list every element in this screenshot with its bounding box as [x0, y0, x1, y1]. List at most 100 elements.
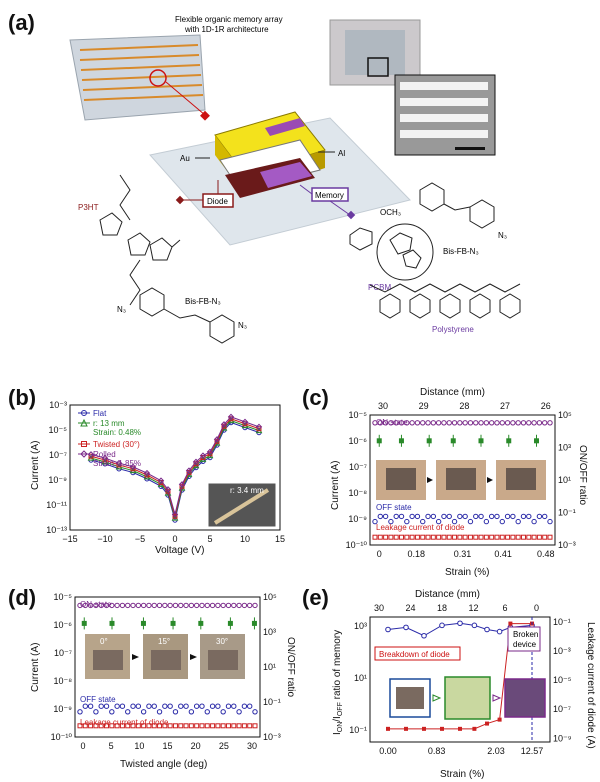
b-xtick: −15 [62, 534, 77, 544]
c-off-point [388, 518, 394, 525]
b-legend-twisted: Twisted (30°) [93, 440, 140, 449]
c-on-point [526, 420, 532, 426]
d-ratio-point [227, 620, 233, 626]
panel-c-label: (c) [302, 385, 329, 410]
d-leak-point [114, 723, 120, 729]
d-on-point [209, 602, 216, 609]
c-on-point [467, 420, 474, 426]
d-leak-point [77, 723, 83, 729]
c-ylabel: Current (A) [330, 461, 341, 510]
d-off-point [236, 709, 242, 715]
c-on-point [420, 420, 426, 426]
d-leak-point [220, 723, 226, 729]
d-leak-point [172, 723, 178, 729]
c-on-point [425, 420, 431, 426]
d-off-point [231, 703, 237, 709]
c-on-point [547, 420, 553, 426]
label-al: Al [338, 149, 345, 158]
d-y2tick: 10⁻¹ [263, 697, 281, 707]
d-off-point [103, 703, 110, 709]
c-leak-point [467, 534, 473, 540]
c-ratio-point [478, 438, 484, 444]
c-on-point [409, 420, 415, 426]
b-ytick: 10⁻⁷ [49, 450, 67, 460]
c-on-point [531, 420, 537, 426]
memory-label: Memory [315, 191, 344, 200]
e-y2tick: 10⁻⁵ [553, 675, 572, 685]
d-leak-point [151, 723, 157, 729]
d-off-point [199, 703, 205, 709]
c-leak-point [520, 534, 526, 540]
e-leak-point [485, 721, 489, 726]
c-off-point [478, 513, 484, 520]
b-ylabel: Current (A) [30, 441, 41, 490]
d-on-point [156, 602, 163, 609]
b-legend-rolled: Rolled [93, 450, 116, 459]
c-off-point [446, 513, 452, 520]
e-broken-label-1: Broken [513, 630, 538, 639]
c-ytick: 10⁻⁵ [349, 410, 368, 420]
d-off-point [215, 703, 221, 709]
e-xtick: 0.83 [428, 746, 446, 756]
b-xtick: −10 [97, 534, 112, 544]
b-legend-strain1: Strain: 0.48% [93, 428, 141, 437]
d-on-point [193, 602, 200, 609]
d-on-point [231, 602, 237, 609]
c-leak-point [399, 534, 405, 540]
c-off-point [499, 518, 505, 525]
e-ytick: 10³ [354, 621, 367, 631]
d-off-point [135, 703, 142, 709]
d-off-point [156, 709, 163, 715]
d-angle-30: 30° [216, 637, 228, 646]
c-leak-point [388, 534, 394, 540]
c-ytick: 10⁻⁸ [348, 488, 367, 498]
e-y2tick: 10⁻³ [553, 646, 571, 656]
e-top-label: Distance (mm) [415, 589, 480, 600]
d-ytick: 10⁻⁷ [54, 648, 72, 658]
d-angle-15: 15° [158, 637, 170, 646]
c-off-point [494, 513, 500, 520]
c-on-point [462, 420, 468, 426]
d-off-point [109, 709, 115, 715]
e-ratio-point [471, 622, 478, 629]
e-ratio-point [439, 622, 445, 629]
d-off-label: OFF state [80, 695, 116, 704]
c-leak-point [393, 534, 399, 540]
d-off-point [225, 703, 232, 709]
d-leak-point [141, 723, 147, 729]
e-ratio-point [421, 632, 427, 639]
c-on-point [446, 420, 452, 426]
c-leak-point [510, 534, 516, 540]
d-leak-point [210, 723, 216, 729]
c-y2tick: 10⁻¹ [558, 508, 576, 518]
c-off-point [510, 513, 516, 520]
d-leak-point [178, 723, 184, 729]
c-leak-point [446, 534, 452, 540]
d-ratio-point [198, 620, 204, 626]
c-leak-point [494, 534, 500, 540]
d-xtick: 0 [80, 741, 85, 751]
array-lines [79, 44, 204, 101]
d-on-point [188, 602, 195, 609]
c-off-point [420, 518, 426, 525]
d-off-point [146, 703, 152, 709]
d-off-point [193, 703, 200, 709]
d-ytick: 10⁻⁹ [53, 704, 72, 714]
d-leak-point [130, 723, 136, 729]
c-off-point [473, 513, 479, 520]
b-legend: Flat r: 13 mm Strain: 0.48% Twisted (30°… [78, 409, 141, 468]
d-on-point [183, 602, 189, 609]
d-on-point [87, 602, 94, 609]
d-xtick: 30 [247, 741, 257, 751]
b-xtick: 0 [172, 534, 177, 544]
bis-fb-n3-structure-2 [419, 182, 495, 229]
d-on-point [246, 602, 253, 609]
b-point [171, 511, 179, 518]
array-title-1: Flexible organic memory array [175, 15, 283, 24]
c-off-point [398, 513, 405, 520]
c-leak-point [409, 534, 415, 540]
b-point [88, 453, 94, 459]
c-xtick: 0 [377, 549, 382, 559]
c-leak-point [430, 534, 436, 540]
panel-b-label: (b) [8, 385, 37, 410]
